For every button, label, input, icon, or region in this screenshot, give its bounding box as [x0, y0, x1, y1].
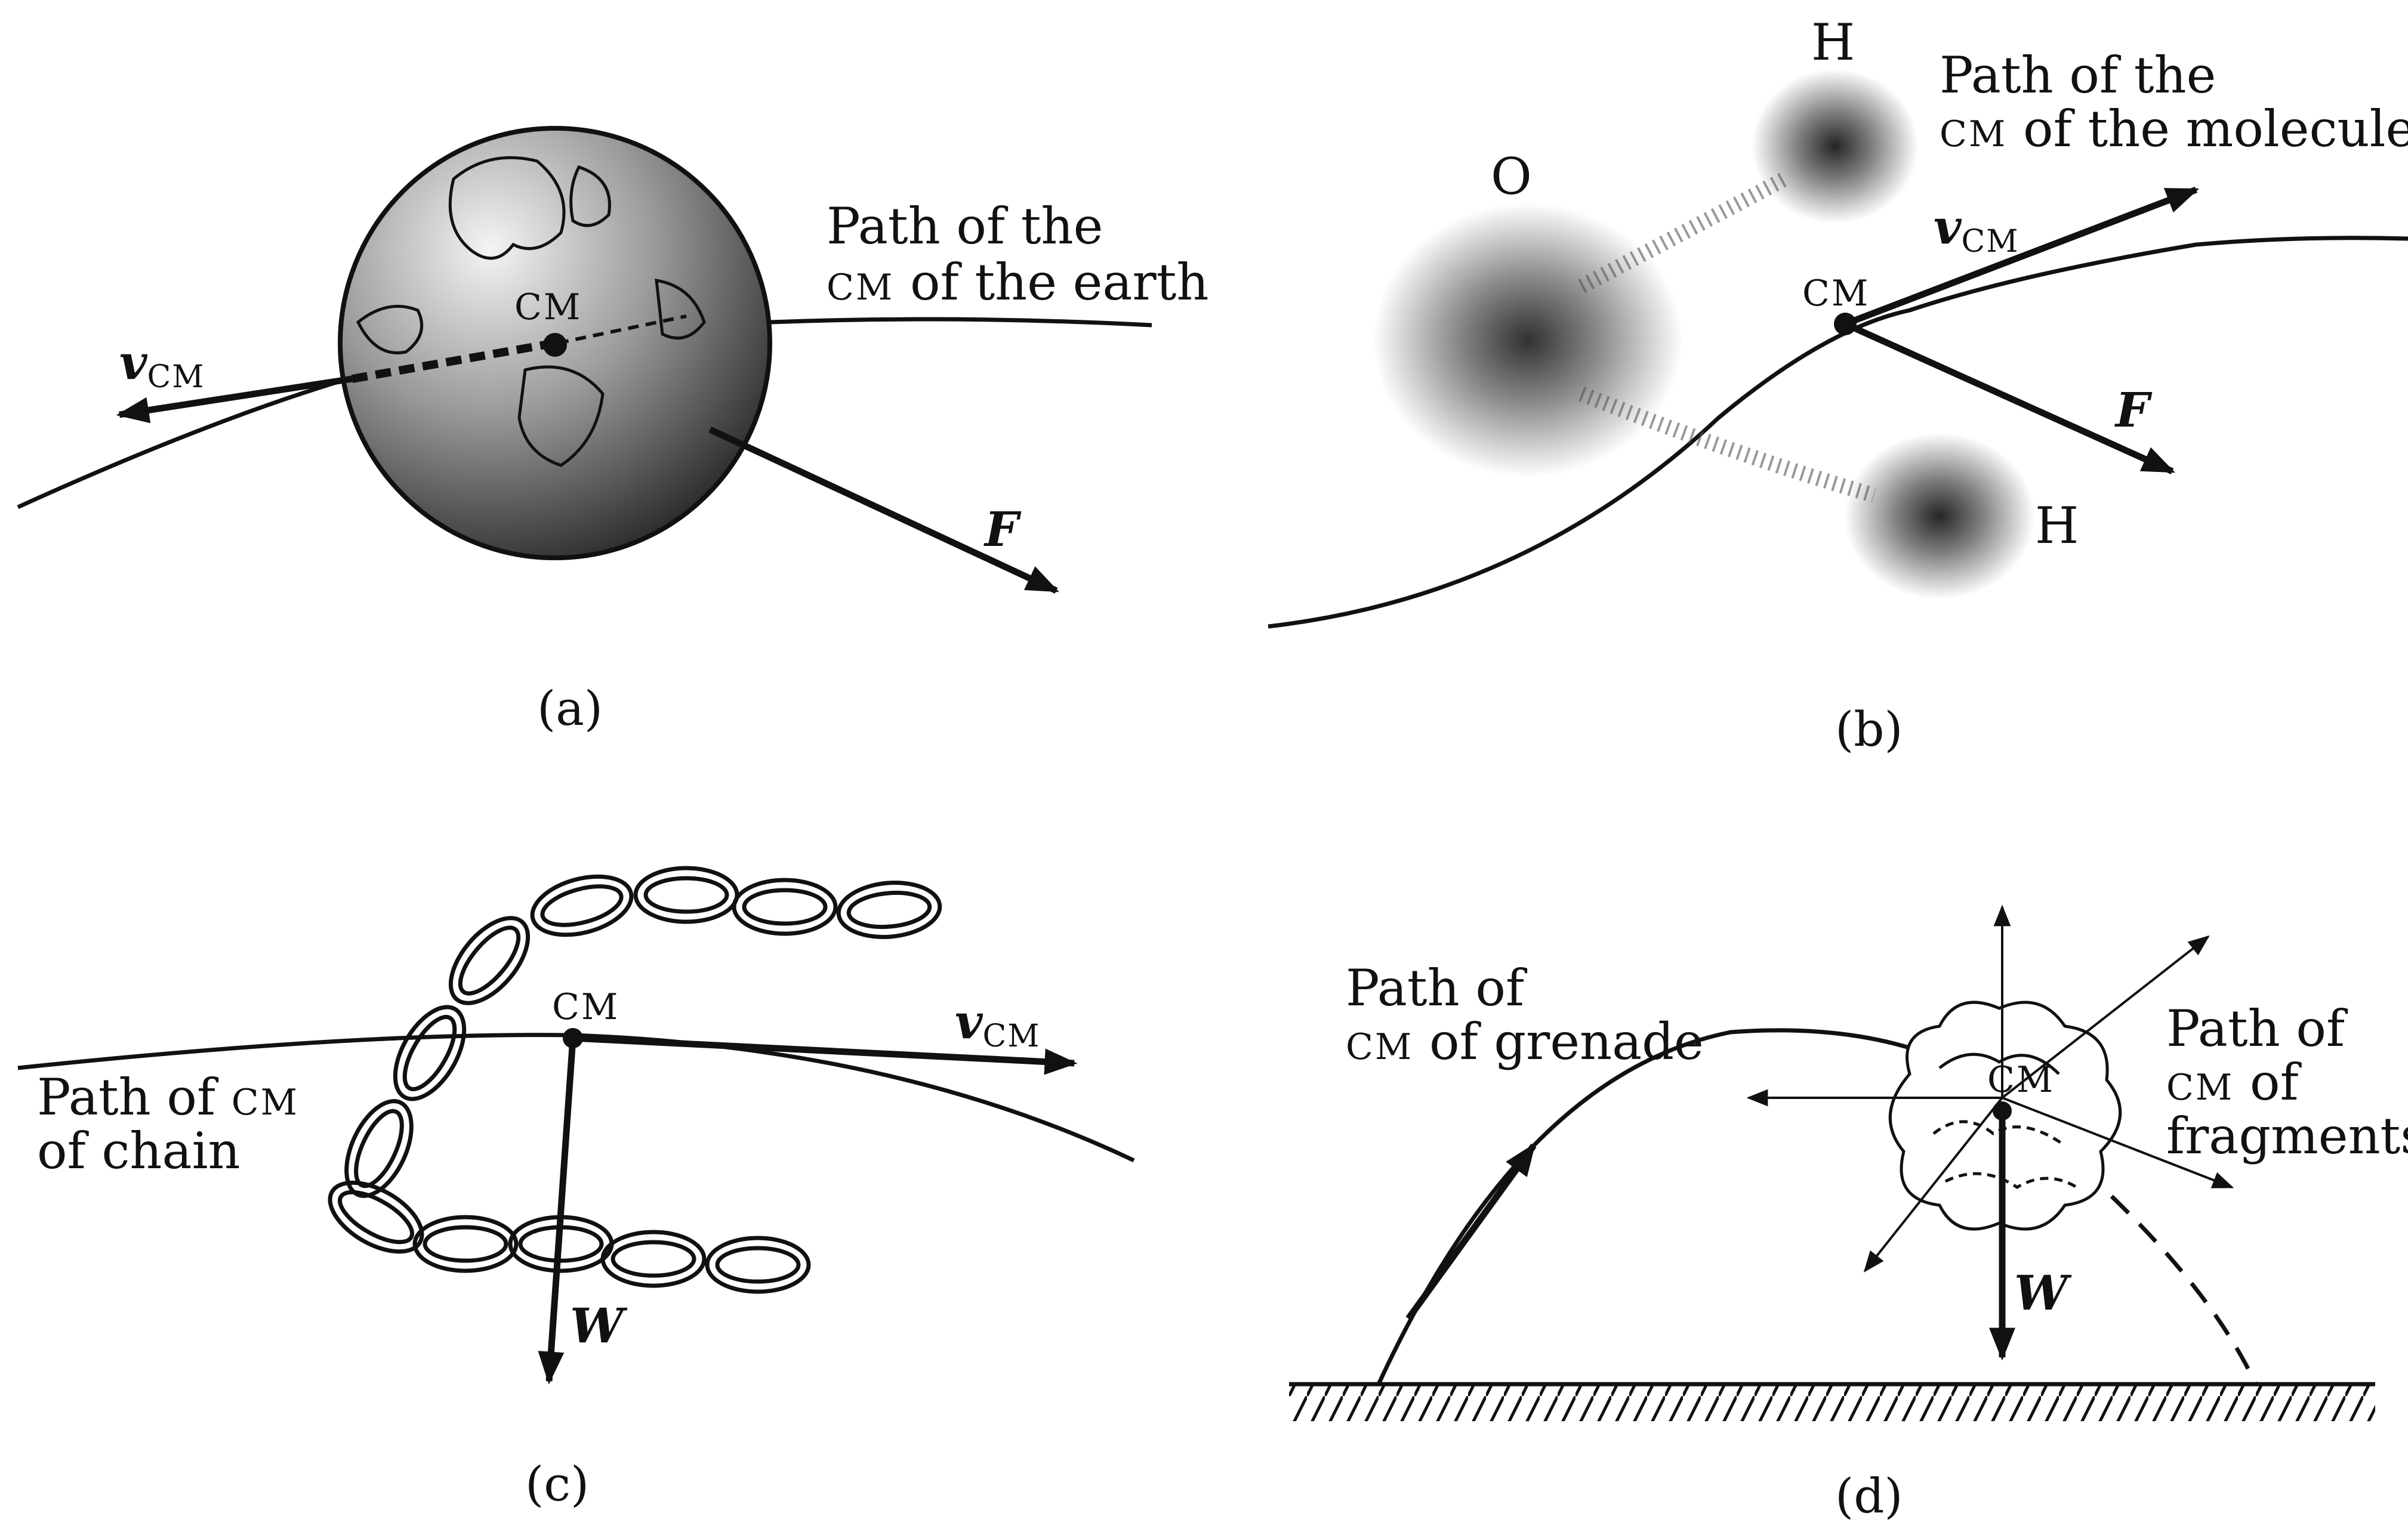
grenade-launch-arrow — [1408, 1146, 1534, 1319]
panel-c: CM vCM W Path of CM of chain (c) — [18, 867, 1134, 1512]
earth-force-label: F — [983, 501, 1022, 557]
caption-d: (d) — [1835, 1468, 1903, 1522]
molecule-velocity-label: vCM — [1934, 199, 2019, 260]
molecule-cm-label: CM — [1802, 273, 1870, 314]
chain-velocity-label: vCM — [955, 993, 1041, 1054]
earth-path-label-line1: Path of the — [827, 197, 1103, 255]
fragments-path-label-line3: fragments — [2166, 1107, 2408, 1165]
atom-h-bottom-label: H — [2035, 496, 2079, 555]
grenade-weight-label: W — [2014, 1265, 2072, 1321]
hydrogen-cloud-bottom — [1844, 433, 2035, 600]
atom-h-top-label: H — [1811, 13, 1855, 72]
caption-b: (b) — [1835, 702, 1903, 757]
grenade-cm-label: CM — [1987, 1059, 2055, 1101]
earth-cm-dot — [543, 333, 567, 357]
molecule-path-label-line2: CM of the molecule — [1940, 100, 2408, 158]
earth-cm-path — [18, 376, 358, 507]
molecule-force-label: F — [2114, 382, 2153, 438]
earth-cm-path-right — [770, 319, 1152, 325]
molecule-velocity-arrow — [1845, 190, 2196, 324]
fragments-path-label-line2: CM of — [2166, 1053, 2302, 1112]
earth-path-label-line2: CM of the earth — [827, 253, 1208, 311]
chain-weight-label: W — [570, 1298, 628, 1354]
fragments-path-label-line1: Path of — [2166, 999, 2348, 1058]
molecule-path-label-line1: Path of the — [1940, 46, 2216, 104]
grenade-path-label-line2: CM of grenade — [1346, 1012, 1704, 1071]
chain-weight-arrow — [549, 1038, 573, 1381]
grenade-path-label-line1: Path of — [1346, 959, 1528, 1017]
chain-path-label-line1: Path of CM — [37, 1068, 299, 1126]
hydrogen-cloud-top — [1752, 69, 1919, 224]
earth-cm-label: CM — [514, 286, 582, 328]
oxygen-cloud — [1373, 203, 1683, 477]
ground-hatch — [1289, 1384, 2375, 1421]
chain-cm-label: CM — [552, 986, 619, 1028]
fragments-cm-path — [2083, 1169, 2256, 1384]
chain-path-label-line2: of chain — [37, 1122, 241, 1180]
panel-d: CM W Path of CM of grenade Path of CM of… — [1289, 907, 2408, 1522]
atom-o-label: O — [1491, 147, 1532, 206]
panel-a: CM vCM F Path of the CM of the earth (a) — [18, 128, 1208, 736]
chain-links — [319, 867, 942, 1292]
caption-c: (c) — [525, 1456, 589, 1512]
panel-b: O H H CM vCM F Path of the CM of the mol… — [1268, 13, 2408, 757]
earth-velocity-label: vCM — [119, 334, 205, 395]
caption-a: (a) — [537, 681, 603, 736]
